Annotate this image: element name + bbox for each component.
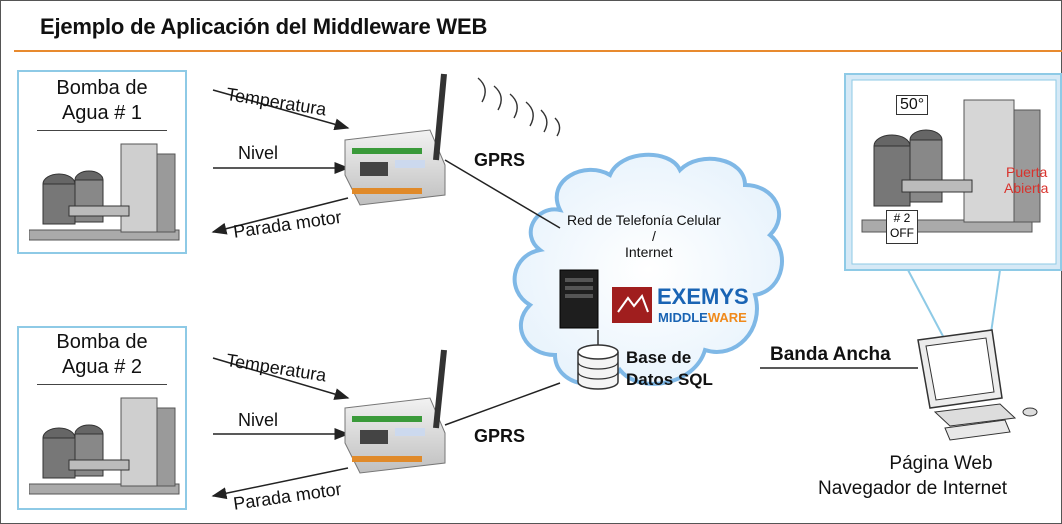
- arrow-temperatura-1: [212, 89, 350, 131]
- web-door-line2: Abierta: [1004, 180, 1049, 196]
- label-nivel-1: Nivel: [238, 143, 279, 163]
- pump-title-rule-2: [37, 384, 167, 385]
- water-pump-1-icon: [29, 143, 180, 241]
- gprs-link-1: [444, 159, 561, 229]
- database-label-line2: Datos SQL: [626, 370, 713, 389]
- brand-sub-b: WARE: [707, 310, 747, 325]
- database-label-line1: Base de: [626, 348, 692, 367]
- gprs-modem-2-icon: [344, 349, 447, 474]
- server-icon: [559, 269, 599, 329]
- title-underline: [14, 50, 1062, 52]
- pump-box-1: Bomba de Agua # 1: [17, 70, 187, 254]
- database-icon: [577, 330, 619, 390]
- brand-sub: MIDDLEWARE: [658, 310, 747, 325]
- pump-title-1-line1: Bomba de: [56, 77, 148, 99]
- cloud-text-line3: Internet: [625, 244, 673, 260]
- cloud-text-line1: Red de Telefonía Celular: [567, 212, 721, 228]
- web-label-line2: Navegador de Internet: [818, 478, 1008, 499]
- label-banda-ancha: Banda Ancha: [770, 344, 891, 365]
- pump-title-rule-1: [37, 130, 167, 131]
- pump-title-1-line2: Agua # 1: [61, 102, 143, 124]
- pump-title-2-line2: Agua # 2: [61, 356, 143, 378]
- web-status-line2: OFF: [890, 226, 914, 240]
- arrow-temperatura-2: [212, 357, 350, 400]
- web-label-line1: Página Web: [889, 453, 993, 474]
- pump-box-2: Bomba de Agua # 2: [17, 326, 187, 510]
- water-pump-2-icon: [29, 397, 180, 495]
- web-door-line1: Puerta: [1006, 164, 1048, 180]
- label-nivel-2: Nivel: [238, 410, 279, 430]
- arrow-parada-1: [211, 197, 349, 235]
- diagram-title: Ejemplo de Aplicación del Middleware WEB: [40, 14, 488, 39]
- exemys-logo-icon: [612, 287, 652, 323]
- gprs-modem-1-icon: [344, 73, 447, 206]
- web-status-line1: # 2: [893, 211, 911, 225]
- radio-waves-icon: [477, 77, 561, 137]
- label-gprs-1: GPRS: [474, 150, 526, 170]
- web-temp-readout: 50°: [896, 95, 929, 115]
- brand-sub-a: MIDDLE: [658, 310, 708, 325]
- label-gprs-2: GPRS: [474, 426, 526, 446]
- pump-title-2-line1: Bomba de: [56, 331, 148, 353]
- brand-name: EXEMYS: [657, 284, 749, 309]
- computer-icon: [917, 329, 1038, 441]
- cloud-text-line2: /: [652, 228, 656, 244]
- arrow-parada-2: [211, 467, 349, 500]
- gprs-link-2: [444, 382, 561, 426]
- web-status-box: # 2 OFF: [886, 210, 918, 244]
